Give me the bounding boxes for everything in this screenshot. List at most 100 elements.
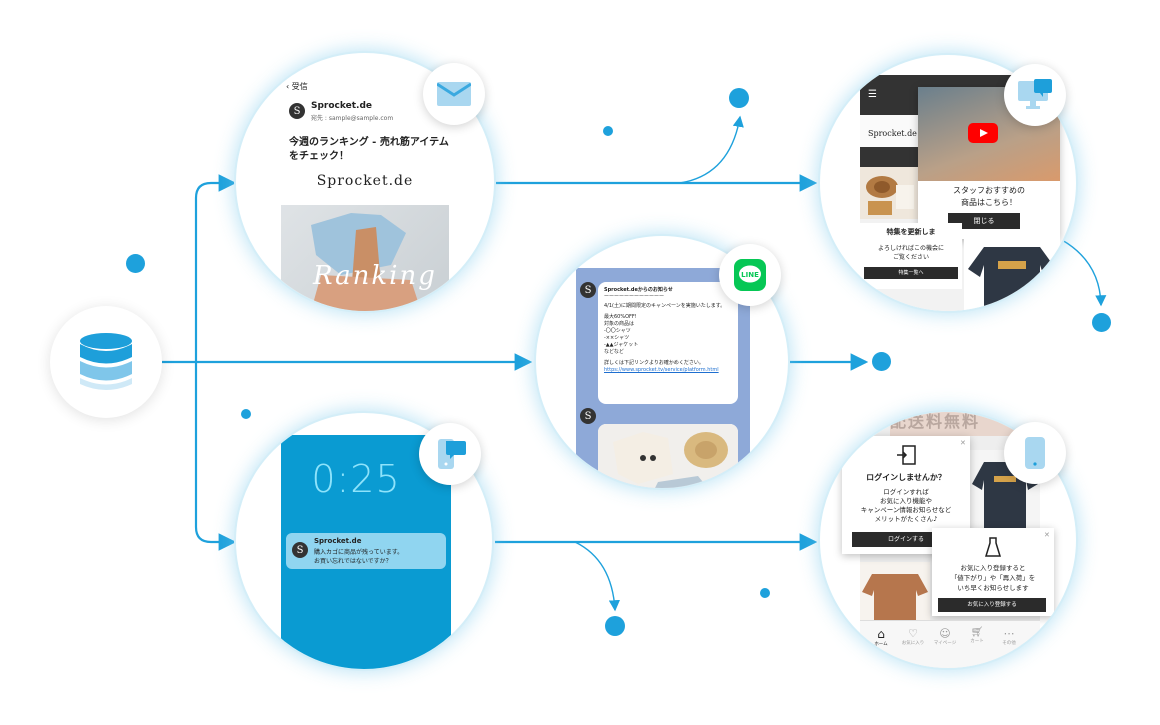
- curve-email-branch: [679, 115, 744, 184]
- nav-mypage-label: マイページ: [933, 641, 957, 646]
- line-msg-body: 対象の商品は: [604, 321, 635, 327]
- web-channel: ☰ Sprocket.de スタッフおすすめの 商品はこちら！ 閉じる: [820, 55, 1076, 311]
- database-icon: [80, 333, 132, 390]
- dot: [1092, 313, 1111, 332]
- nav-favorite-label: お気に入り: [901, 641, 925, 646]
- popup-title-1: スタッフおすすめの: [953, 186, 1025, 195]
- more-icon: ⋯: [1003, 627, 1015, 640]
- door-login-icon: [897, 445, 916, 465]
- user-icon: ☺: [939, 627, 951, 640]
- sender-avatar: S: [289, 103, 305, 119]
- line-screen: S Sprocket.deからのお知らせ ーーーーーーーーーーーー 4/1(土)…: [576, 268, 750, 488]
- nav-home[interactable]: ⌂ ホーム: [866, 627, 896, 647]
- svg-text:LINE: LINE: [741, 271, 759, 279]
- line-msg-link[interactable]: https://www.sprocket.tv/service/platform…: [604, 367, 719, 373]
- app-favorite-popup[interactable]: ✕ お気に入り登録すると 「値下がり」や「再入荷」を いち早くお知らせします お…: [932, 528, 1054, 616]
- lockscreen-time: 0:25: [311, 457, 401, 501]
- clothes-photo: [598, 424, 738, 488]
- line-image-message[interactable]: [598, 424, 738, 488]
- sweater-illustration: [968, 247, 1056, 311]
- nav-more[interactable]: ⋯ その他: [994, 627, 1024, 646]
- dot: [241, 409, 251, 419]
- arrow-db-branch: [194, 174, 237, 362]
- email-phone: ‹ 受信 S Sprocket.de 宛先 : sample@sample.co…: [281, 75, 449, 311]
- nav-cart[interactable]: 🛒︎ カート: [962, 627, 992, 644]
- line-avatar: S: [580, 282, 596, 298]
- youtube-play-icon[interactable]: [968, 123, 998, 143]
- feature-body: ご覧ください: [892, 254, 929, 261]
- web-logo: Sprocket.de: [868, 129, 917, 138]
- app-sweater-photo: [970, 450, 1040, 530]
- nav-mypage[interactable]: ☺ マイページ: [930, 627, 960, 646]
- login-body: お気に入り機能や: [880, 497, 932, 505]
- close-icon[interactable]: ✕: [1044, 531, 1050, 539]
- web-product-photo: [860, 167, 920, 219]
- app-channel: 配送料無料 ✕ ログインしませんか？ ログインすれば お気に入り機能や キャンペ…: [820, 412, 1076, 668]
- back-label: 受信: [291, 82, 308, 91]
- knit-illustration: [862, 574, 928, 620]
- web-feature-card: 特集を更新しま よろしければこの機会に ご覧ください 特集一覧へ: [860, 223, 962, 289]
- popup-close-button[interactable]: 閉じる: [948, 213, 1020, 229]
- dot: [605, 616, 625, 636]
- login-body: キャンペーン情報お知らせなど: [860, 506, 952, 514]
- app-badge: [1004, 422, 1066, 484]
- nav-favorite[interactable]: ♡ お気に入り: [898, 627, 928, 646]
- desktop-monitor-icon: [1018, 79, 1052, 109]
- email-sender: Sprocket.de: [311, 101, 372, 111]
- login-title: ログインしませんか？: [866, 473, 946, 482]
- email-banner-image: Ranking: [281, 205, 449, 311]
- line-msg-title: Sprocket.deからのお知らせ: [604, 287, 673, 293]
- fav-body: 「値下がり」や「再入荷」を: [950, 574, 1036, 582]
- push-badge: [419, 423, 481, 485]
- login-body: メリットがたくさん♪: [874, 515, 938, 523]
- email-back[interactable]: ‹ 受信: [286, 81, 308, 92]
- email-banner-text: Ranking: [313, 261, 437, 291]
- line-badge: LINE: [719, 244, 781, 306]
- favorite-button[interactable]: お気に入り登録する: [938, 598, 1046, 612]
- push-notification-card[interactable]: S Sprocket.de 購入カゴに商品が残っています。 お買い忘れではないで…: [286, 533, 446, 569]
- push-avatar: S: [292, 542, 308, 558]
- popup-title-2: 商品はこちら！: [961, 198, 1017, 207]
- push-line2: お買い忘れではないですか？: [314, 558, 392, 565]
- chevron-left-icon: ‹: [286, 82, 290, 91]
- push-phone: 0:25 S Sprocket.de 購入カゴに商品が残っています。 お買い忘れ…: [281, 435, 451, 669]
- app-screen: 配送料無料 ✕ ログインしませんか？ ログインすれば お気に入り機能や キャンペ…: [842, 412, 1054, 668]
- curve-web-branch: [1061, 239, 1107, 307]
- database-node: [50, 306, 162, 418]
- hats-photo: [866, 176, 914, 215]
- email-to: 宛先 : sample@sample.com: [311, 115, 394, 122]
- nav-home-label: ホーム: [874, 642, 888, 647]
- feature-body: よろしければこの機会に: [877, 245, 944, 252]
- web-badge: [1004, 64, 1066, 126]
- login-body: ログインすれば: [883, 488, 929, 496]
- line-channel: S Sprocket.deからのお知らせ ーーーーーーーーーーーー 4/1(土)…: [536, 236, 788, 488]
- home-icon: ⌂: [877, 627, 885, 641]
- line-msg-body: 詳しくは下記リンクよりお確かめください。: [604, 360, 704, 366]
- line-msg-body: -▲▲ジャケット: [604, 342, 639, 348]
- web-dark-band: [860, 147, 920, 167]
- nav-more-label: その他: [1002, 641, 1016, 646]
- line-message-bubble: Sprocket.deからのお知らせ ーーーーーーーーーーーー 4/1(土)に期…: [598, 282, 738, 404]
- line-msg-body: などなど: [604, 349, 624, 355]
- feature-heading: 特集を更新しま: [886, 228, 936, 236]
- feature-list-button[interactable]: 特集一覧へ: [864, 267, 958, 279]
- push-line1: 購入カゴに商品が残っています。: [314, 549, 404, 556]
- heart-icon: ♡: [908, 627, 918, 640]
- dot: [760, 588, 770, 598]
- line-msg-body: 4/1(土)に期間限定のキャンペーンを実施いたします。: [604, 303, 726, 309]
- arrow-db-branch-down: [194, 362, 237, 551]
- line-msg-body: 最大60%OFF!: [604, 314, 637, 320]
- nav-cart-label: カート: [970, 639, 984, 644]
- email-subject-2: をチェック！: [289, 151, 349, 162]
- hamburger-icon[interactable]: ☰: [868, 89, 877, 100]
- email-subject-1: 今週のランキング - 売れ筋アイテム: [289, 137, 449, 148]
- line-msg-body: -××シャツ: [604, 335, 630, 341]
- email-badge: [423, 63, 485, 125]
- dress-icon: [984, 537, 1002, 557]
- line-msg-rule: ーーーーーーーーーーーー: [604, 294, 665, 300]
- dot: [603, 126, 613, 136]
- email-logo: Sprocket.de: [316, 173, 414, 189]
- close-icon[interactable]: ✕: [960, 439, 966, 447]
- app-knit-photo: [860, 562, 930, 622]
- envelope-icon: [437, 82, 471, 106]
